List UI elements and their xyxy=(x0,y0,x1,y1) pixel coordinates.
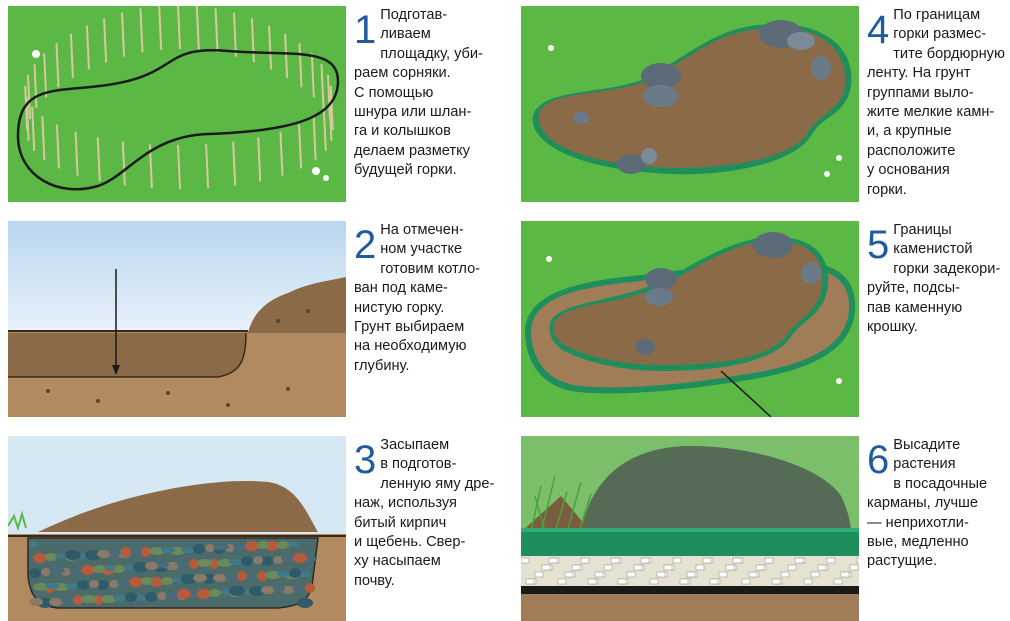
step-number: 6 xyxy=(867,440,889,480)
step-2-illustration xyxy=(8,221,346,417)
step-number: 2 xyxy=(354,225,376,265)
step-number: 4 xyxy=(867,10,889,50)
step-6: 6 Высадите растения в посадочные карманы… xyxy=(521,436,1010,621)
border-tape-illustration xyxy=(521,6,859,202)
step-2-caption: 2 На отмечен- ном участке готовим котло-… xyxy=(354,221,498,376)
step-1-illustration xyxy=(8,6,346,202)
step-5: 5 Границы каменистой горки задекори- руй… xyxy=(521,221,1010,417)
step-3: 3 Засыпаем в подготов- ленную яму дре- н… xyxy=(8,436,498,621)
step-6-illustration xyxy=(521,436,859,621)
step-1: 1 Подготав- ливаем площадку, уби- раем с… xyxy=(8,6,498,202)
step-4-caption: 4 По границам горки размес- тите бордюрн… xyxy=(867,6,1010,200)
step-number: 5 xyxy=(867,225,889,265)
step-2: 2 На отмечен- ном участке готовим котло-… xyxy=(8,221,498,417)
step-5-illustration xyxy=(521,221,859,417)
stone-chips-illustration xyxy=(521,221,859,417)
step-6-caption: 6 Высадите растения в посадочные карманы… xyxy=(867,436,1010,572)
pit-illustration xyxy=(8,221,346,417)
step-1-caption: 1 Подготав- ливаем площадку, уби- раем с… xyxy=(354,6,498,181)
step-number: 1 xyxy=(354,10,376,50)
step-3-caption: 3 Засыпаем в подготов- ленную яму дре- н… xyxy=(354,436,498,591)
drainage-illustration xyxy=(8,436,346,621)
step-number: 3 xyxy=(354,440,376,480)
planting-illustration xyxy=(521,436,859,621)
step-5-caption: 5 Границы каменистой горки задекори- руй… xyxy=(867,221,1010,337)
step-4: 4 По границам горки размес- тите бордюрн… xyxy=(521,6,1010,202)
marking-out-illustration xyxy=(8,6,346,202)
step-3-illustration xyxy=(8,436,346,621)
step-4-illustration xyxy=(521,6,859,202)
